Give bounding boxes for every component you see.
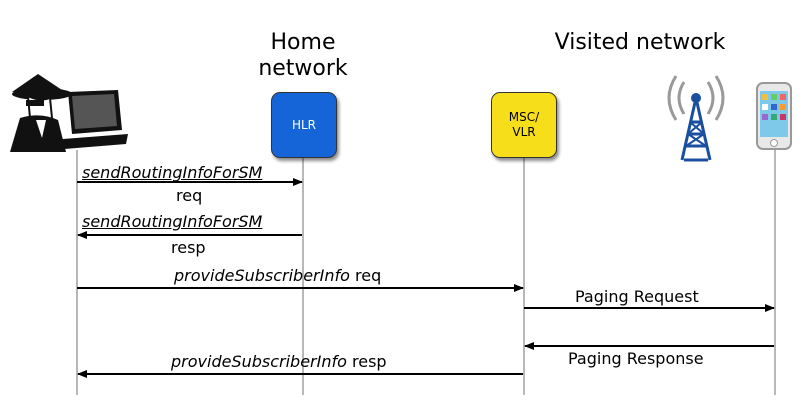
hlr-node: HLR xyxy=(271,92,337,158)
msc-label-line2: VLR xyxy=(512,125,536,139)
msg-sri-req-name: sendRoutingInfoForSM xyxy=(82,163,263,182)
cell-tower-icon xyxy=(667,75,725,162)
home-header-line2: network xyxy=(258,56,348,81)
msc-lifeline xyxy=(523,156,525,395)
msg-psi-req: provideSubscriberInfo req xyxy=(174,267,381,285)
hlr-lifeline xyxy=(302,156,304,395)
phone-icon xyxy=(756,82,792,150)
msg-psi-resp-suffix: resp xyxy=(346,352,387,371)
msc-label-line1: MSC/ xyxy=(508,110,540,124)
phone-lifeline xyxy=(774,150,776,395)
visited-network-header: Visited network xyxy=(554,30,726,55)
attacker-spy-laptop-icon xyxy=(10,74,128,152)
msg-psi-req-name: provideSubscriberInfo xyxy=(174,266,350,285)
msg-paging-response: Paging Response xyxy=(568,349,704,368)
msg-sri-req-op: sendRoutingInfoForSM xyxy=(82,164,262,182)
msg-psi-resp: provideSubscriberInfo resp xyxy=(171,353,387,371)
attacker-lifeline xyxy=(76,150,78,395)
msg-sri-resp-suffix: resp xyxy=(171,238,206,257)
msg-psi-resp-name: provideSubscriberInfo xyxy=(171,352,347,371)
msg-psi-req-suffix: req xyxy=(349,266,382,285)
home-header-line1: Home xyxy=(270,30,336,55)
hlr-label: HLR xyxy=(291,117,317,132)
msg-sri-req-suffix: req xyxy=(176,186,203,205)
home-network-header: Home network xyxy=(238,30,368,82)
msc-vlr-node: MSC/ VLR xyxy=(491,92,557,158)
msg-sri-resp-op: sendRoutingInfoForSM xyxy=(82,213,262,231)
msg-paging-request: Paging Request xyxy=(575,287,699,306)
msg-sri-resp-name: sendRoutingInfoForSM xyxy=(82,212,263,231)
